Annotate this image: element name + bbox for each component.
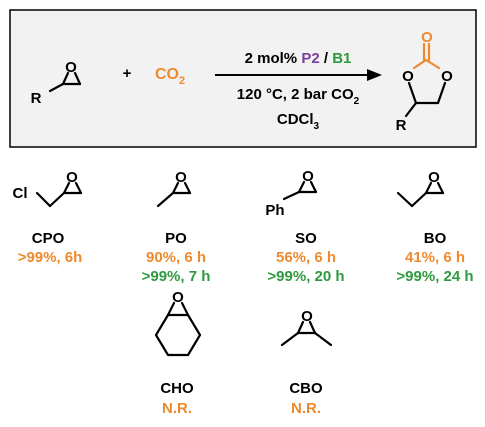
conditions-solvent: CDCl3 (277, 111, 320, 132)
structure-so (282, 180, 318, 201)
label-cpo: CPO (32, 230, 65, 247)
cbo-oxygen: O (301, 308, 313, 325)
product-carbonate (404, 42, 447, 118)
conditions-catalysts: 2 mol% P2 / B1 (245, 50, 352, 67)
result-so-1: 56%, 6 h (276, 249, 336, 266)
result-po-1: 90%, 6 h (146, 249, 206, 266)
structure-cho (154, 301, 202, 357)
product-carbonyl-oxygen: O (421, 29, 433, 46)
reaction-box (9, 9, 477, 148)
result-bo-1: 41%, 6 h (405, 249, 465, 266)
substrate-r-group: R (31, 90, 42, 107)
result-cpo-1: >99%, 6h (18, 249, 83, 266)
structure-cbo (280, 320, 333, 347)
structure-cpo (35, 181, 83, 208)
cpo-chlorine: Cl (13, 185, 28, 202)
reaction-arrow (215, 69, 382, 81)
structure-po (156, 181, 192, 208)
label-so: SO (295, 230, 317, 247)
substrate-epoxide (48, 71, 82, 93)
product-ring-oxygen-left: O (402, 68, 414, 85)
label-cho: CHO (160, 380, 194, 397)
so-phenyl: Ph (265, 202, 284, 219)
structure-bo (396, 181, 445, 208)
result-cbo-1: N.R. (291, 400, 321, 417)
so-oxygen: O (302, 168, 314, 185)
cho-oxygen: O (172, 289, 184, 306)
product-r-group: R (396, 117, 407, 134)
co2-label: CO2 (155, 66, 185, 87)
label-cbo: CBO (289, 380, 323, 397)
product-ring-oxygen-right: O (441, 68, 453, 85)
result-so-2: >99%, 20 h (267, 268, 344, 285)
label-po: PO (165, 230, 187, 247)
label-bo: BO (424, 230, 447, 247)
result-bo-2: >99%, 24 h (396, 268, 473, 285)
cpo-oxygen: O (66, 169, 78, 186)
conditions-temperature-pressure: 120 °C, 2 bar CO2 (237, 86, 360, 107)
po-oxygen: O (175, 169, 187, 186)
plus-sign: + (123, 65, 132, 82)
bo-oxygen: O (428, 169, 440, 186)
substrate-oxygen: O (65, 59, 77, 76)
result-cho-1: N.R. (162, 400, 192, 417)
result-po-2: >99%, 7 h (142, 268, 211, 285)
